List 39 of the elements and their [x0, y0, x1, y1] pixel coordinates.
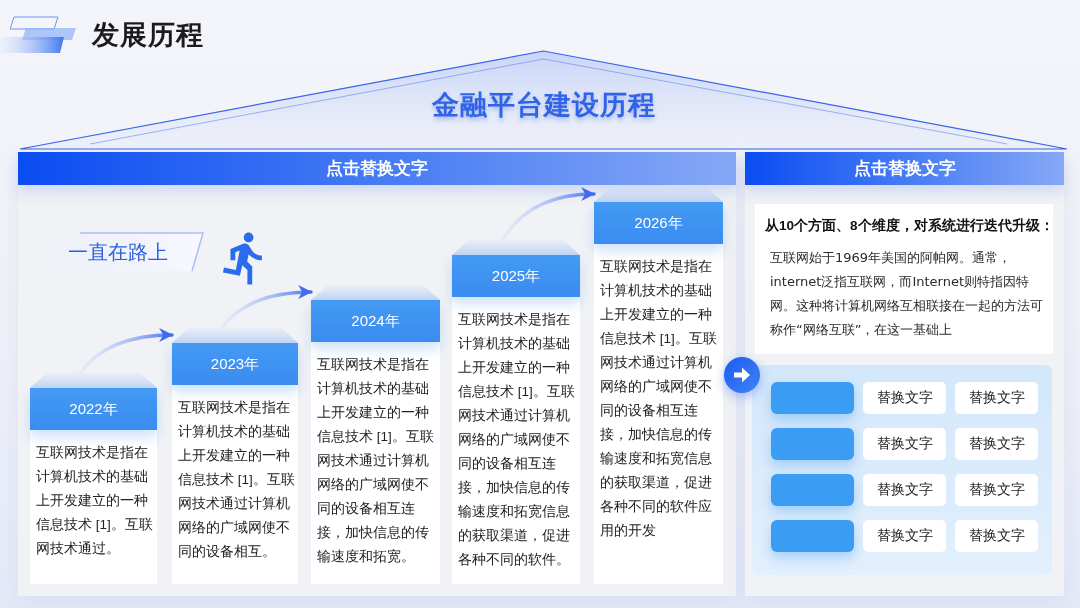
timeline-card: [594, 186, 723, 584]
accent-chip: [771, 474, 854, 506]
accent-chip: [771, 428, 854, 460]
curved-arrow: [79, 328, 174, 374]
text-chip: 替换文字: [955, 520, 1038, 552]
text-chip: 替换文字: [863, 382, 946, 414]
accent-chip: [771, 520, 854, 552]
page-title: 发展历程: [92, 19, 204, 52]
timeline-card: [30, 372, 157, 584]
text-chip: 替换文字: [955, 428, 1038, 460]
panel-header: 点击替换文字: [18, 152, 736, 185]
year-header: 2024年: [311, 300, 440, 342]
curved-arrow: [220, 285, 313, 329]
accent-chip: [771, 382, 854, 414]
text-chip: 替换文字: [955, 382, 1038, 414]
panel-header: 点击替换文字: [745, 152, 1064, 185]
card-description: 互联网技术是指在计算机技术的基础上开发建立的一种信息技术 [1]。互联网技术通过计算机网络的广域网使不同的设备相互连接，加快信息的传输速度和拓宽。: [316, 356, 435, 566]
info-text: 互联网始于1969年美国的阿帕网。通常，internet泛指互联网，而Internet则特指因特网。这种将计算机网络互相联接在一起的方法可称作“网络互联”，在这一基础上: [770, 249, 1044, 339]
chip-panel: [752, 365, 1052, 575]
banner-title: 金融平台建设历程: [431, 89, 656, 122]
year-header: 2025年: [452, 255, 580, 297]
text-chip: 替换文字: [863, 428, 946, 460]
text-chip: 替换文字: [863, 520, 946, 552]
timeline-card: [172, 327, 298, 584]
card-description: 互联网技术是指在计算机技术的基础上开发建立的一种信息技术 [1]。互联网技术通过计算机网络的广域网使不同的设备相互连接，加快信息的传输速度和拓宽信息的获取渠道，促进各种不同的软件。: [457, 311, 576, 569]
timeline-card: [311, 284, 440, 584]
year-header: 2022年: [30, 388, 157, 430]
tag-label: 一直在路上: [68, 240, 168, 265]
curved-arrow: [501, 187, 596, 241]
year-header: 2026年: [594, 202, 723, 244]
timeline-card: [452, 239, 580, 584]
content-panel: [745, 152, 1064, 596]
card-description: 互联网技术是指在计算机技术的基础上开发建立的一种信息技术 [1]。互联网技术通过计算机网络的广域网使不同的设备相互连接，加快信息的传输速度和拓宽信息的获取渠道，促进各种不同的软件应用的开发: [599, 258, 718, 540]
text-chip: 替换文字: [863, 474, 946, 506]
card-description: 互联网技术是指在计算机技术的基础上开发建立的一种信息技术 [1]。互联网技术通过。: [35, 444, 154, 558]
card-description: 互联网技术是指在计算机技术的基础上开发建立的一种信息技术 [1]。互联网技术通过计算机网络的广域网使不同的设备相互。: [177, 399, 296, 561]
year-header: 2023年: [172, 343, 298, 385]
text-chip: 替换文字: [955, 474, 1038, 506]
content-panel: [18, 152, 736, 596]
